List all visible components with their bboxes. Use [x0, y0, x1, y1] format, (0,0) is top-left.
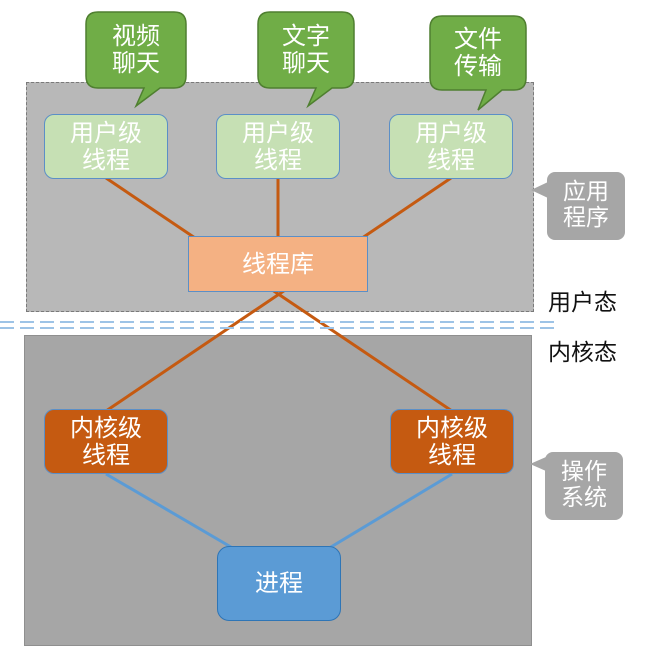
user-mode-label: 用户态 — [548, 290, 617, 316]
user-thread-1: 用户级 线程 — [44, 114, 168, 179]
speech-bubble-file-transfer — [429, 15, 527, 111]
speech-bubble-text-chat — [257, 11, 355, 109]
user-thread-2: 用户级 线程 — [216, 114, 340, 179]
kernel-thread-2: 内核级 线程 — [390, 409, 514, 474]
link-ult3-klt1 — [105, 176, 452, 413]
thread-library: 线程库 — [188, 236, 368, 292]
kernel-thread-1: 内核级 线程 — [44, 409, 168, 474]
bubble-text-video-chat: 视频 聊天 — [112, 22, 160, 77]
link-klt2-process — [325, 472, 453, 552]
bubble-text-text-chat: 文字 聊天 — [282, 22, 330, 77]
bubble-text-file-transfer: 文件 传输 — [454, 25, 502, 80]
process-node: 进程 — [217, 546, 341, 621]
os-label-pointer — [530, 457, 546, 471]
os-label: 操作 系统 — [545, 452, 623, 520]
speech-bubble-video-chat — [85, 11, 187, 109]
link-klt1-process — [105, 472, 237, 552]
application-label: 应用 程序 — [547, 172, 625, 240]
kernel-mode-label: 内核态 — [548, 340, 617, 366]
user-thread-3: 用户级 线程 — [389, 114, 513, 179]
application-label-pointer — [531, 182, 548, 198]
